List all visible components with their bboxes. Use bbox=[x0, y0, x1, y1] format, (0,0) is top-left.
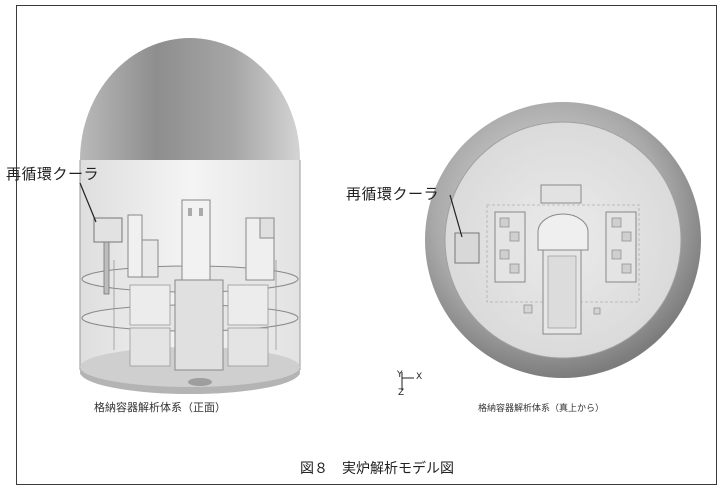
figure-caption: 図８ 実炉解析モデル図 bbox=[300, 461, 454, 477]
front-view-caption: 格納容器解析体系（正面） bbox=[94, 401, 226, 414]
reactor-top bbox=[537, 213, 589, 251]
recirculation-cooler-top bbox=[454, 232, 480, 264]
recirculation-cooler-front bbox=[93, 217, 123, 243]
top-view-caption: 格納容器解析体系（真上から） bbox=[478, 404, 605, 414]
containment-dome bbox=[80, 38, 300, 185]
cooler-label-right: 再循環クーラ bbox=[346, 185, 440, 203]
front-view-model bbox=[79, 38, 301, 394]
cooler-left-leader bbox=[79, 182, 97, 223]
left-tall-block bbox=[127, 214, 143, 278]
axis-z-label: Z bbox=[398, 388, 405, 398]
axis-triad bbox=[401, 372, 414, 390]
cooler-label-left: 再循環クーラ bbox=[6, 165, 100, 183]
top-view-model bbox=[425, 102, 701, 378]
cooler-right-leader bbox=[449, 194, 463, 238]
top-block bbox=[540, 184, 582, 204]
axis-x-label: X bbox=[416, 372, 423, 382]
reactor-pedestal bbox=[174, 279, 224, 371]
axis-y-label: Y bbox=[397, 370, 403, 380]
center-tall-block bbox=[181, 199, 211, 281]
